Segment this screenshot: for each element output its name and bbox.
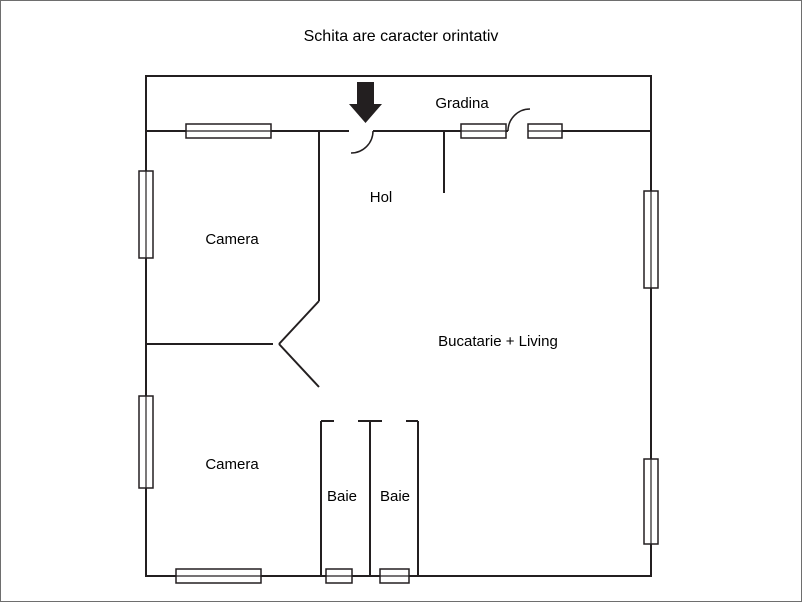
window-top-left xyxy=(185,123,272,139)
room-label-baie-left: Baie xyxy=(327,488,357,505)
door-diagonal-upper xyxy=(278,300,320,345)
window-garden-left xyxy=(460,123,507,139)
window-bath-right xyxy=(379,568,410,584)
room-label-camera-top: Camera xyxy=(205,231,259,248)
window-left-lower xyxy=(138,395,154,489)
room-label-camera-bottom: Camera xyxy=(205,456,259,473)
entrance-arrow-icon xyxy=(349,82,382,123)
garden-door-arc xyxy=(507,108,531,132)
room-label-bucatarie-living: Bucatarie + Living xyxy=(438,333,558,350)
room-label-baie-right: Baie xyxy=(380,488,410,505)
window-bottom-left xyxy=(175,568,262,584)
room-label-hol: Hol xyxy=(370,189,393,206)
page-title: Schita are caracter orintativ xyxy=(304,28,499,45)
entrance-door-arc xyxy=(350,130,374,154)
door-diagonal-lower xyxy=(278,343,320,388)
window-right-lower xyxy=(643,458,659,545)
window-right-upper xyxy=(643,190,659,289)
windows xyxy=(138,123,659,584)
window-bath-left xyxy=(325,568,353,584)
labels: Schita are caracter orintativ Gradina Ho… xyxy=(205,28,558,505)
room-label-gradina: Gradina xyxy=(435,95,489,112)
window-garden-right xyxy=(527,123,563,139)
window-left-upper xyxy=(138,170,154,259)
